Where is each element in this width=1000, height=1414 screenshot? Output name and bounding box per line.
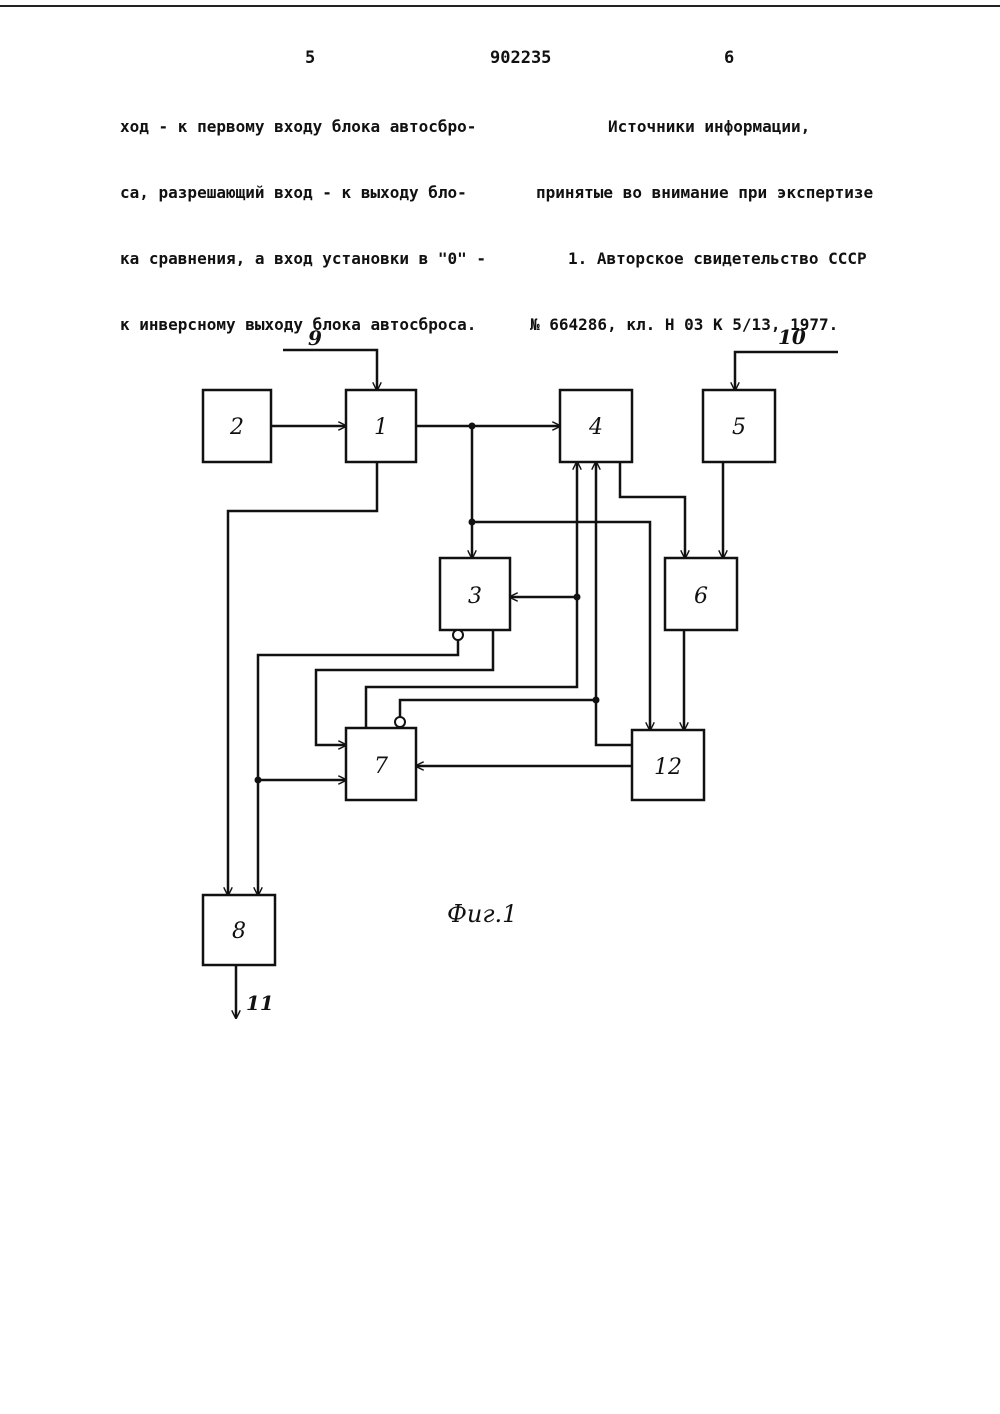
input-10-label: 10 [778,325,806,349]
block-8-label: 8 [232,919,246,944]
input-10-line [735,352,838,390]
block-12-label: 12 [654,755,682,780]
block-5: 5 [703,390,775,462]
block-2-label: 2 [229,415,244,440]
block-5-label: 5 [732,415,746,440]
block-7: 7 [346,728,416,800]
block-4-label: 4 [588,415,603,440]
input-9-line [283,350,377,390]
figure-caption: Фиг.1 [447,900,517,928]
block-12: 12 [632,730,704,800]
block-8: 8 [203,895,275,965]
inverting-output-circle [453,630,463,640]
block-6-label: 6 [694,584,708,609]
output-11-label: 11 [246,991,274,1015]
input-9-label: 9 [308,326,322,350]
block-2: 2 [203,390,271,462]
wire-3inv-to-8 [258,640,458,895]
block-1-label: 1 [374,415,388,440]
block-3: 3 [440,558,510,630]
wire-1-to-8 [228,462,377,895]
block-3-label: 3 [468,584,482,609]
block-6: 6 [665,558,737,630]
wire-12-to-4 [596,462,632,745]
wire-4-to-6 [620,462,685,558]
block-7-label: 7 [374,754,388,779]
inverting-input-circle [395,717,405,727]
block-4: 4 [560,390,632,462]
block-1: 1 [346,390,416,462]
wire-to-7-reset [400,700,596,717]
